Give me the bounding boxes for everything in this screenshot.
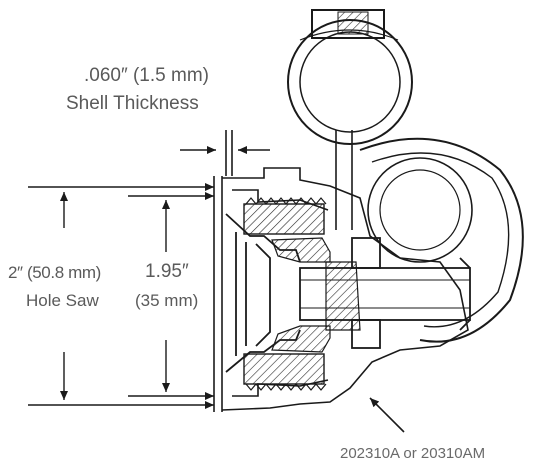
part-number-label: 202310A or 20310AM xyxy=(340,445,486,462)
threaded-nut-lower xyxy=(243,353,327,391)
upper-knob xyxy=(287,19,413,145)
right-ball xyxy=(359,137,524,343)
cutout-dimension xyxy=(128,192,214,400)
inner-cylinder xyxy=(271,237,361,353)
part-leader-arrow xyxy=(369,397,405,433)
hole-saw-label: Hole Saw xyxy=(26,291,99,310)
hole-saw-value: 2″ (50.8 mm) xyxy=(8,263,101,282)
threaded-nut-upper xyxy=(243,197,327,235)
shaft xyxy=(299,237,471,349)
cutout-metric: (35 mm) xyxy=(135,291,199,310)
hole-saw-dimension xyxy=(28,183,214,409)
stem xyxy=(335,130,353,230)
shell-thickness-value: .060″ (1.5 mm) xyxy=(84,65,209,86)
cutout-value: 1.95″ xyxy=(145,261,189,282)
top-cap xyxy=(311,9,385,39)
shell-wall xyxy=(213,130,233,412)
shell-thickness-label: Shell Thickness xyxy=(66,93,199,114)
